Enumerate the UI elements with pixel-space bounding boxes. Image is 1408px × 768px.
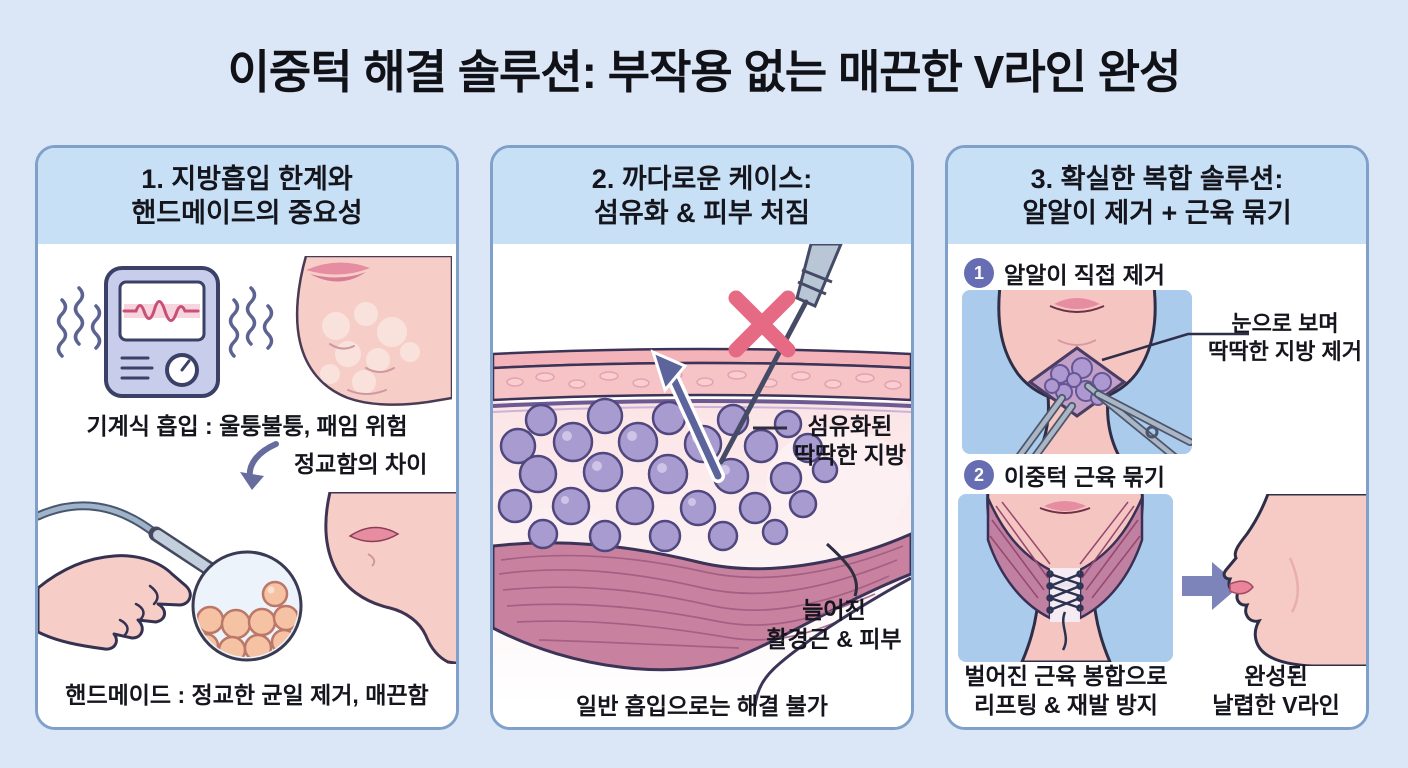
caption-vline-result: 완성된 날렵한 V라인 — [1212, 663, 1340, 718]
panel-3-header: 3. 확실한 복합 솔루션: 알알이 제거 + 근육 묶기 — [948, 148, 1366, 244]
handmade-cannula-illustration — [38, 492, 456, 664]
caption-muscle-suture: 벌어진 근육 봉합으로 리프팅 & 재발 방지 — [964, 663, 1168, 718]
step-1-badge: 1 — [964, 258, 994, 288]
x-mark-icon — [728, 290, 796, 358]
fat-cells-magnifier-illustration — [191, 550, 303, 662]
panel-1-title-line1: 1. 지방흡입 한계와 — [141, 164, 353, 194]
panel-combined-solution: 3. 확실한 복합 솔루션: 알알이 제거 + 근육 묶기 1 알알이 직접 제… — [945, 145, 1369, 730]
label-fibrosis: 섬유화된 딱딱한 지방 — [793, 413, 907, 468]
machine-suction-illustration — [56, 256, 452, 406]
step-2-row: 2 이중턱 근육 묶기 — [964, 458, 1165, 492]
bumpy-chin-illustration — [295, 256, 452, 406]
muscle-tying-illustration — [958, 494, 1366, 666]
forceps-icon — [1084, 382, 1192, 454]
sagging-pointer-line — [825, 542, 858, 597]
step-2-label: 이중턱 근육 묶기 — [1004, 464, 1165, 490]
direct-removal-illustration — [962, 290, 1249, 454]
panel-2-title-line1: 2. 까다로운 케이스: — [591, 164, 813, 194]
caption-handmade: 핸드메이드 : 정교한 균일 제거, 매끈함 — [65, 682, 429, 708]
page-title: 이중턱 해결 솔루션: 부작용 없는 매끈한 V라인 완성 — [227, 46, 1182, 98]
curved-down-arrow-icon — [240, 441, 279, 490]
sagging-muscle-illustration — [493, 532, 911, 707]
vline-profile-illustration — [1222, 494, 1366, 666]
panel-3-title-line2: 알알이 제거 + 근육 묶기 — [1022, 198, 1292, 228]
suction-device-icon — [104, 266, 220, 398]
tweezers-icon — [1014, 394, 1076, 454]
deflect-arrow-icon — [650, 349, 725, 483]
panel-3-title-line1: 3. 확실한 복합 솔루션: — [1030, 164, 1284, 194]
step-2-badge: 2 — [964, 460, 994, 490]
panel-2-title-line2: 섬유화 & 피부 처짐 — [594, 198, 810, 228]
platysma-muscle-illustration — [986, 497, 1144, 651]
skin-cross-section-illustration — [493, 244, 911, 707]
blocked-cannula-icon — [718, 244, 843, 465]
step-1-row: 1 알알이 직접 제거 — [964, 256, 1165, 290]
panel-1-header: 1. 지방흡입 한계와 핸드메이드의 중요성 — [38, 148, 456, 244]
vibration-lines-icon — [56, 286, 274, 358]
panel-liposuction-limits: 1. 지방흡입 한계와 핸드메이드의 중요성 — [35, 145, 459, 730]
label-sagging: 늘어진 활경근 & 피부 — [766, 597, 902, 652]
removal-pointer-line — [1101, 332, 1249, 362]
step-1-annotation: 눈으로 보며 딱딱한 지방 제거 — [1208, 311, 1362, 364]
caption-precision: 정교함의 차이 — [294, 451, 428, 477]
panel-difficult-cases: 2. 까다로운 케이스: 섬유화 & 피부 처짐 — [490, 145, 914, 730]
fibrotic-fat-cluster — [497, 397, 839, 553]
step-1-label: 알알이 직접 제거 — [1004, 262, 1165, 288]
smooth-chin-illustration — [324, 492, 456, 664]
panel-2-header: 2. 까다로운 케이스: 섬유화 & 피부 처짐 — [493, 148, 911, 244]
caption-general-suction: 일반 흡입으로는 해결 불가 — [576, 693, 828, 719]
suture-lacing-icon — [1046, 570, 1084, 651]
panel-1-title-line2: 핸드메이드의 중요성 — [131, 198, 363, 228]
caption-machine-suction: 기계식 흡입 : 울퉁불퉁, 패임 위험 — [86, 413, 408, 439]
hand-illustration — [38, 554, 192, 651]
